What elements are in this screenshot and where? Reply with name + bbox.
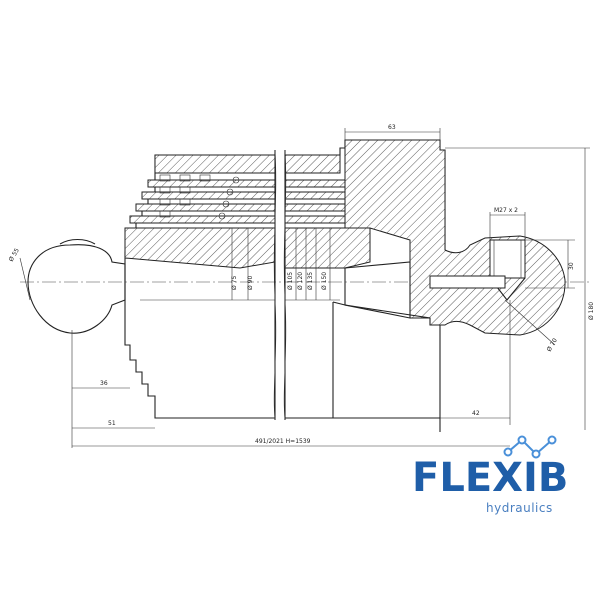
dim-stage-diameter: Ø 135 bbox=[307, 272, 314, 290]
dim-overall-length: 491/2021 H=1539 bbox=[255, 438, 311, 445]
dim-top-63: 63 bbox=[388, 124, 396, 131]
ball-joint bbox=[27, 238, 126, 334]
telescopic-stages bbox=[124, 139, 446, 421]
dim-port-height: 30 bbox=[568, 262, 575, 270]
dim-stage-diameter: Ø 150 bbox=[321, 272, 328, 290]
dim-ball-length: 51 bbox=[108, 420, 116, 427]
dim-flange-diameter: Ø 180 bbox=[588, 302, 595, 320]
brand-name: FLEXIB bbox=[412, 455, 569, 501]
dim-stage-diameter: Ø 105 bbox=[287, 272, 294, 290]
dim-port-thread: M27 x 2 bbox=[494, 207, 518, 214]
dimension-lines bbox=[19, 128, 590, 448]
dim-eye-offset: 42 bbox=[472, 410, 480, 417]
rising-graph-icon bbox=[503, 435, 557, 459]
dim-ball-offset: 36 bbox=[100, 380, 108, 387]
brand-tagline: hydraulics bbox=[486, 501, 553, 515]
dim-stage-diameter: Ø 75 bbox=[231, 276, 238, 290]
dim-stage-diameter: Ø 90 bbox=[247, 276, 254, 290]
dim-ball-diameter: Ø 55 bbox=[8, 247, 21, 263]
base-head bbox=[332, 139, 566, 432]
dim-stage-diameter: Ø 120 bbox=[297, 272, 304, 290]
dim-eye-diameter: Ø 70 bbox=[546, 337, 559, 353]
